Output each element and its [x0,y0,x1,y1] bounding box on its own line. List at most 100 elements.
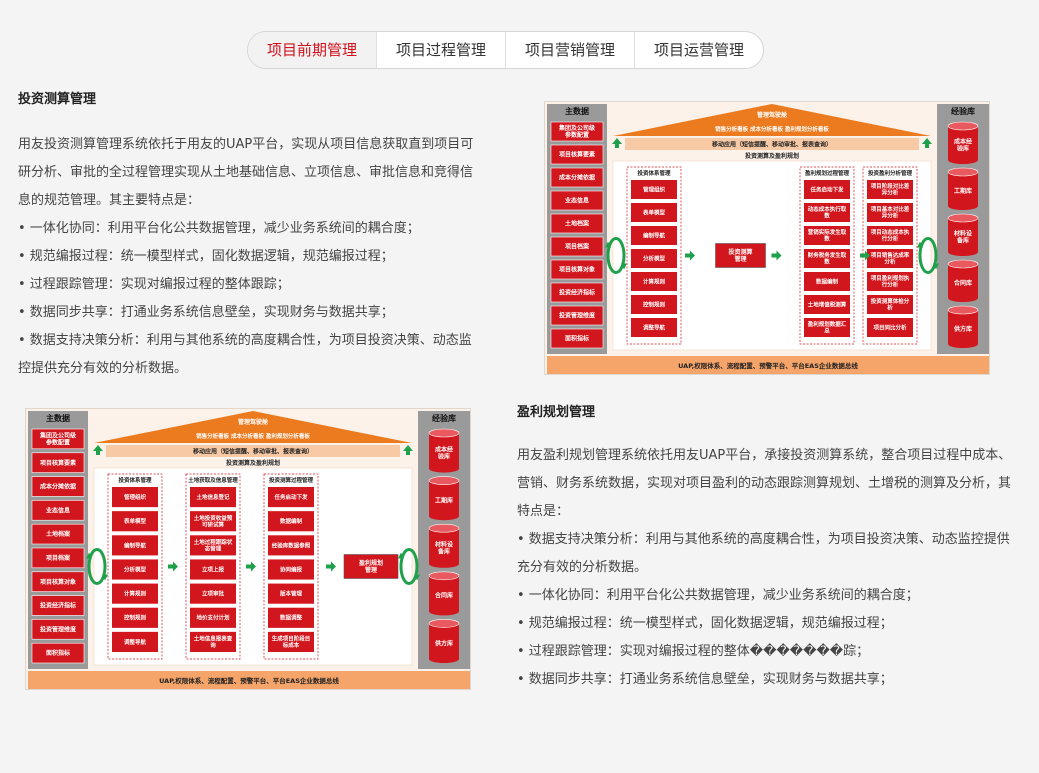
master-data-item-label: 成本分摊依据 [40,483,76,491]
database-icon [948,218,978,252]
cycle-arrow-icon [918,237,938,274]
process-step-label: 计算规则 [643,277,666,285]
process-step [112,583,158,604]
database-top [947,305,979,315]
process-step [190,559,236,580]
experience-item-label: 工期库 [954,187,972,195]
master-data-item [550,190,604,211]
mobile-bar [625,138,919,150]
database-top [428,571,460,581]
process-group-title: 投资体系管理 [118,476,152,484]
database-bottom [948,156,978,164]
cycle-arrowhead-icon [605,241,611,248]
process-step-label: 分析模型 [124,565,147,573]
process-step-label: 任务启动下发 [273,493,308,501]
experience-title: 经验库 [951,106,975,116]
master-data-item-label: 土地档案 [565,220,590,228]
investment-section: 投资测算管理 用友投资测算管理系统依托于用友的UAP平台，实现从项目信息获取直到… [18,88,484,383]
process-step [112,511,158,532]
master-data-item-label: 投资经济指标 [40,602,76,610]
database-icon [429,480,459,517]
feature-list: • 一体化协同：利用平台化公共数据管理，减少业务系统间的耦合度； • 规范编报过… [18,215,484,383]
master-data-item [31,500,85,521]
process-step-label: 土地信息登记 [196,493,230,501]
process-group-title: 投资测算过程管理 [269,476,314,484]
master-data-item-label: 集团及公司级参数配置 [39,432,76,447]
cycle-arrowhead-icon [917,241,923,248]
process-group-title: 土地获取及信息管理 [188,476,238,484]
cycle-arrowhead-icon [86,552,92,559]
process-step-label: 项目动态成本执行分析 [871,228,910,243]
process-step-label: 项目盈利规划执行分析 [871,274,910,289]
database-bottom [948,248,978,256]
database-icon [948,310,978,344]
layer-title: 投资测算及盈利规划 [745,152,799,160]
process-step [631,226,677,245]
process-step-label: 管理组织 [124,493,147,501]
master-data-item-label: 投资管理维度 [40,625,77,633]
tab-bar: 项目前期管理 项目过程管理 项目营销管理 项目运营管理 [247,31,765,69]
process-step [268,511,314,532]
profit-architecture-diagram: 主数据集团及公司级参数配置项目核算要素成本分摊依据业态信息土地档案项目档案项目核… [25,408,471,690]
database-bottom [429,559,459,568]
master-data-item-label: 集团及公司级参数配置 [558,124,595,139]
master-data-item [550,213,604,234]
process-step-label: 土地增值税测算 [808,300,847,308]
process-step [804,180,850,199]
database-top [428,523,460,533]
feature-item: • 数据同步共享：打通业务系统信息壁垒，实现财务与数据共享； [18,305,394,320]
mobile-bar [106,445,400,457]
master-data-item-label: 业态信息 [565,197,589,205]
process-step [867,295,913,314]
up-arrow-icon [922,138,932,148]
process-step-label: 分析模型 [643,254,666,262]
tab-project-operation[interactable]: 项目运营管理 [654,41,745,59]
process-step-label: 控制规则 [124,614,147,622]
master-data-item-label: 项目核算对象 [40,578,76,586]
investment-architecture-diagram: 主数据集团及公司级参数配置项目核算要素成本分摊依据业态信息土地档案项目档案项目核… [544,101,990,375]
tab-project-preliminary[interactable]: 项目前期管理 [248,32,378,68]
database-icon [948,172,978,206]
process-step [190,535,236,556]
process-step-label: 投资测算体检分析 [871,297,910,312]
process-step-label: 土地过程跟踪状态管理 [194,538,233,553]
process-step-label: 立项审批 [202,590,225,598]
experience-item-label: 成本经验库 [954,138,972,153]
center-module-label: 投资测算管理 [728,248,752,263]
profit-section: 盈利规划管理 用友盈利规划管理系统依托用友UAP平台，承接投资测算系统，整合项目… [517,401,1019,694]
process-step [112,559,158,580]
experience-item-label: 材料设备库 [434,541,453,556]
process-step-label: 数据调整 [280,614,303,622]
process-step-label: 财务税务发生取数 [807,251,847,265]
master-data-item-label: 土地档案 [46,530,71,538]
cycle-arrowhead-icon [398,552,404,559]
feature-item: • 一体化协同：利用平台化公共数据管理，减少业务系统间的耦合度； [18,221,420,236]
cycle-arrowhead-icon [414,574,420,581]
mobile-bar-label: 移动应用（短信提醒、移动审批、报表查询） [193,448,313,456]
cycle-arrowhead-icon [621,263,627,270]
up-arrow-icon [403,445,413,455]
process-step-label: 表单模型 [123,517,147,525]
process-step [112,487,158,508]
process-step-label: 地价支付计划 [196,614,230,622]
process-step-label: 土地信息报表查询 [194,635,233,650]
master-data-item-label: 项目核算对象 [559,266,595,274]
process-step [268,583,314,604]
architecture-svg: 主数据集团及公司级参数配置项目核算要素成本分摊依据业态信息土地档案项目档案项目核… [545,102,989,374]
tab-project-marketing[interactable]: 项目营销管理 [506,32,636,68]
database-top [428,428,460,438]
tab-project-process[interactable]: 项目过程管理 [377,32,507,68]
process-step [112,535,158,556]
master-data-item [31,595,85,616]
dashboard-title: 管理驾驶舱 [757,111,788,119]
process-step-label: 数据编制 [816,277,839,285]
process-step-label: 生成项目阶段目标成本 [272,635,311,650]
master-data-item [550,121,604,142]
master-data-item-label: 投资管理维度 [559,312,596,320]
database-bottom [429,464,459,473]
up-arrow-icon [612,138,622,148]
process-step [631,295,677,314]
process-step [804,272,850,291]
up-arrow-icon [93,445,103,455]
process-step-label: 动态成本执行取数 [808,205,847,220]
